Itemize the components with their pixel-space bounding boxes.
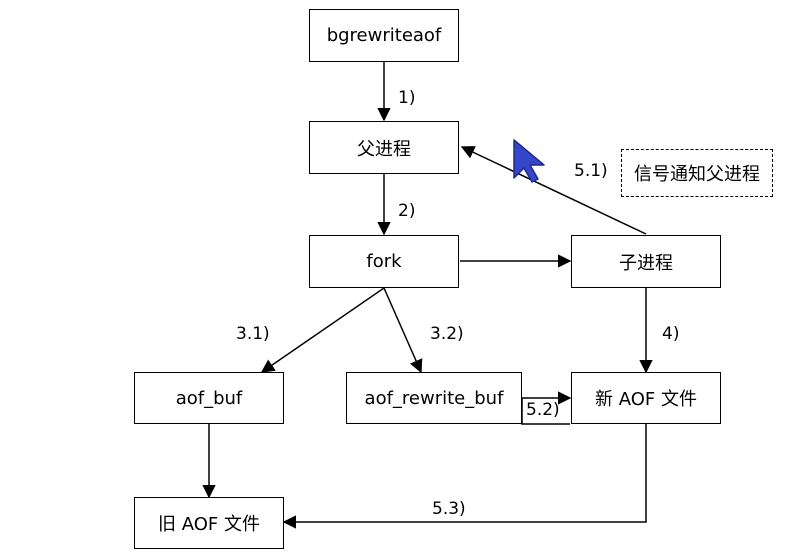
note-signal-parent: 信号通知父进程 bbox=[621, 149, 773, 197]
node-aof-rewrite-buf: aof_rewrite_buf bbox=[346, 372, 522, 424]
edge-child-to-parent bbox=[460, 146, 647, 235]
edge-new-aof-to-old-aof bbox=[282, 424, 647, 529]
mouse-pointer-icon bbox=[513, 139, 545, 183]
edge-label-5-2: 5.2) bbox=[526, 400, 560, 420]
node-old-aof-file: 旧 AOF 文件 bbox=[134, 497, 284, 549]
edge-label-3-2: 3.2) bbox=[430, 324, 464, 344]
node-parent-process: 父进程 bbox=[309, 121, 459, 174]
node-child-process: 子进程 bbox=[571, 235, 721, 288]
edge-fork-to-aof-buf bbox=[260, 287, 385, 373]
node-bgrewriteaof: bgrewriteaof bbox=[309, 9, 459, 62]
edge-label-2: 2) bbox=[398, 201, 416, 221]
edge-label-1: 1) bbox=[398, 88, 416, 108]
edge-label-4: 4) bbox=[662, 324, 680, 344]
edge-label-5-3: 5.3) bbox=[432, 499, 466, 519]
edge-label-5-1: 5.1) bbox=[574, 161, 608, 181]
node-new-aof-file: 新 AOF 文件 bbox=[571, 372, 721, 424]
edge-fork-to-aof-rewrite-buf bbox=[383, 287, 423, 374]
node-aof-buf: aof_buf bbox=[134, 372, 284, 424]
edge-rewrite-buf-return bbox=[521, 398, 570, 425]
node-fork: fork bbox=[309, 235, 459, 288]
edge-label-3-1: 3.1) bbox=[236, 324, 270, 344]
